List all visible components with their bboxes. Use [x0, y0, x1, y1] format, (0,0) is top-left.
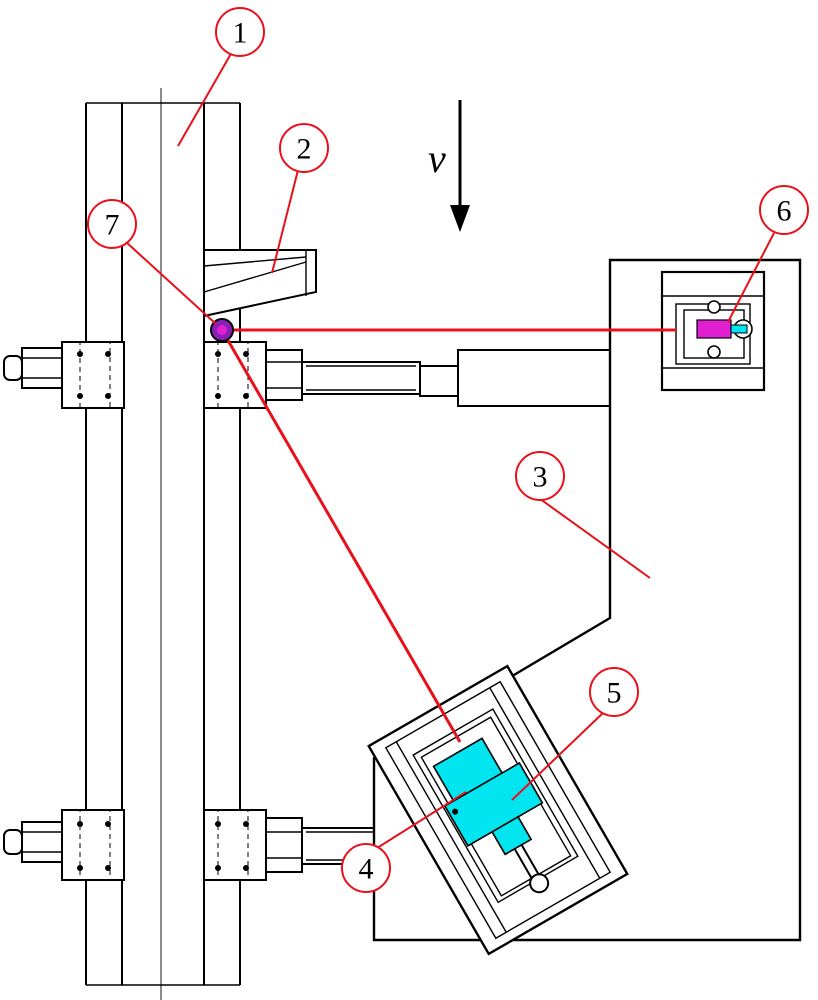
- laser-beams: [220, 328, 676, 743]
- svg-text:7: 7: [105, 209, 120, 242]
- callout-4: 4: [341, 843, 391, 893]
- svg-text:6: 6: [777, 195, 792, 228]
- upper-clamp: [3, 341, 611, 409]
- velocity-arrow: v: [428, 100, 470, 232]
- device-tail: [491, 815, 533, 856]
- sensor-element: [696, 319, 732, 339]
- svg-text:2: 2: [297, 133, 312, 166]
- target-marker: [210, 318, 234, 342]
- svg-text:4: 4: [359, 853, 374, 886]
- svg-text:5: 5: [607, 677, 622, 710]
- bracket: [203, 249, 317, 318]
- sensor-box: [660, 270, 766, 392]
- callout-7: 7: [87, 199, 137, 249]
- svg-text:1: 1: [233, 17, 248, 50]
- lower-clamp: [3, 809, 377, 881]
- tilted-housing: [367, 664, 629, 956]
- callout-5: 5: [589, 667, 639, 717]
- callout-6: 6: [759, 185, 809, 235]
- callout-2: 2: [279, 123, 329, 173]
- svg-text:3: 3: [533, 461, 548, 494]
- callout-1: 1: [215, 7, 265, 57]
- callout-3: 3: [515, 451, 565, 501]
- velocity-label: v: [428, 136, 446, 181]
- leader-lines: [125, 51, 775, 851]
